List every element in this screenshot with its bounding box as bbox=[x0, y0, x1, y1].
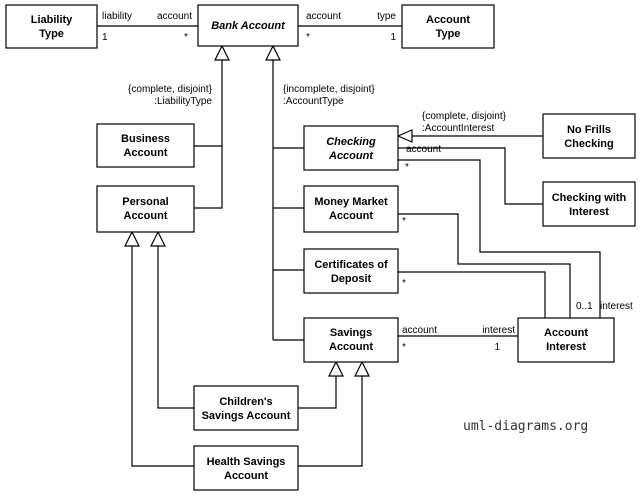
assoc-role-label: interest bbox=[600, 301, 633, 312]
gen-checking-with-interest-line bbox=[398, 147, 543, 205]
gen-health-to-personal-line bbox=[131, 246, 194, 467]
assoc-multiplicity: 1 bbox=[494, 342, 500, 353]
class-name-line: Account bbox=[328, 150, 374, 162]
class-name-line: Account bbox=[329, 341, 373, 353]
class-name-line: Account bbox=[224, 470, 268, 482]
assoc-role-label: account bbox=[306, 11, 341, 22]
assoc-multiplicity: * bbox=[306, 32, 310, 43]
class-business-account: Business Account bbox=[96, 123, 195, 168]
class-name-line: Deposit bbox=[331, 273, 372, 285]
class-name-line: No Frills bbox=[567, 124, 611, 136]
class-health-savings-account: Health Savings Account bbox=[193, 445, 299, 491]
assoc-role-label: type bbox=[377, 11, 396, 22]
assoc-multiplicity: * bbox=[405, 162, 409, 173]
generalization-set-label: {incomplete, disjoint} bbox=[283, 84, 375, 95]
assoc-money-market-interest-line bbox=[398, 213, 571, 318]
class-name-line: Health Savings bbox=[207, 456, 286, 468]
class-account-type: Account Type bbox=[401, 4, 495, 49]
watermark-text: uml-diagrams.org bbox=[463, 419, 588, 434]
class-checking-account: Checking Account bbox=[303, 125, 399, 171]
class-personal-account: Personal Account bbox=[96, 185, 195, 233]
class-name-line: Bank Account bbox=[211, 20, 286, 32]
assoc-role-label: account bbox=[157, 11, 192, 22]
generalization-set-label: :LiabilityType bbox=[154, 96, 212, 107]
class-name-line: Checking bbox=[564, 138, 614, 150]
class-name-line: Type bbox=[436, 28, 461, 40]
generalization-set-label: :AccountType bbox=[283, 96, 344, 107]
class-name-line: Business bbox=[121, 133, 170, 145]
class-name-line: Savings bbox=[330, 327, 372, 339]
class-name-line: Savings Account bbox=[202, 410, 291, 422]
assoc-multiplicity: 1 bbox=[390, 32, 396, 43]
gen-children-to-personal-line bbox=[157, 246, 194, 409]
gen-children-to-savings-line bbox=[298, 376, 337, 409]
class-childrens-savings-account: Children's Savings Account bbox=[193, 385, 299, 431]
gen-arrow-account-interest bbox=[396, 129, 413, 143]
class-name-line: Account bbox=[329, 210, 373, 222]
gen-arrow-savings-a bbox=[328, 360, 344, 377]
class-name-line: Interest bbox=[546, 341, 586, 353]
class-name-line: Personal bbox=[122, 196, 168, 208]
class-name-line: Account bbox=[544, 327, 588, 339]
class-name-line: Liability bbox=[31, 14, 73, 26]
assoc-role-label: interest bbox=[482, 325, 515, 336]
gen-arrow-account-type bbox=[265, 44, 281, 61]
class-name-line: Account bbox=[124, 210, 168, 222]
assoc-multiplicity: 0..1 bbox=[576, 301, 593, 312]
generalization-set-label: {complete, disjoint} bbox=[128, 84, 213, 95]
class-name-line: Checking with bbox=[552, 192, 627, 204]
assoc-cd-interest-line bbox=[398, 271, 546, 318]
class-no-frills-checking: No Frills Checking bbox=[542, 113, 636, 159]
gen-arrow-personal-a bbox=[124, 230, 140, 247]
class-liability-type: Liability Type bbox=[5, 4, 98, 49]
assoc-multiplicity: 1 bbox=[102, 32, 108, 43]
class-name-line: Money Market bbox=[314, 196, 388, 208]
gen-arrow-personal-b bbox=[150, 230, 166, 247]
assoc-checking-interest-line bbox=[398, 159, 601, 318]
assoc-multiplicity: * bbox=[402, 278, 406, 289]
gen-arrow-savings-b bbox=[354, 360, 370, 377]
gen-arrow-liability bbox=[214, 44, 230, 61]
gen-health-to-savings-line bbox=[298, 376, 363, 467]
class-account-interest: Account Interest bbox=[517, 317, 615, 363]
class-name-line: Children's bbox=[219, 396, 272, 408]
class-checking-with-interest: Checking with Interest bbox=[542, 181, 636, 227]
class-name-line: Certificates of bbox=[314, 259, 388, 271]
gen-personal-line bbox=[194, 146, 223, 209]
generalization-set-label: {complete, disjoint} bbox=[422, 111, 507, 122]
assoc-role-label: account bbox=[406, 144, 441, 155]
assoc-multiplicity: * bbox=[402, 216, 406, 227]
class-bank-account: Bank Account bbox=[197, 4, 299, 47]
class-name-line: Account bbox=[426, 14, 470, 26]
class-name-line: Type bbox=[39, 28, 64, 40]
class-certificates-of-deposit: Certificates of Deposit bbox=[303, 248, 399, 294]
class-name-line: Account bbox=[124, 147, 168, 159]
class-savings-account: Savings Account bbox=[303, 317, 399, 363]
assoc-multiplicity: * bbox=[184, 32, 188, 43]
class-money-market-account: Money Market Account bbox=[303, 185, 399, 233]
assoc-role-label: account bbox=[402, 325, 437, 336]
assoc-multiplicity: * bbox=[402, 342, 406, 353]
generalization-set-label: :AccountInterest bbox=[422, 123, 494, 134]
class-name-line: Checking bbox=[326, 136, 376, 148]
class-name-line: Interest bbox=[569, 206, 609, 218]
assoc-role-label: liability bbox=[102, 11, 132, 22]
